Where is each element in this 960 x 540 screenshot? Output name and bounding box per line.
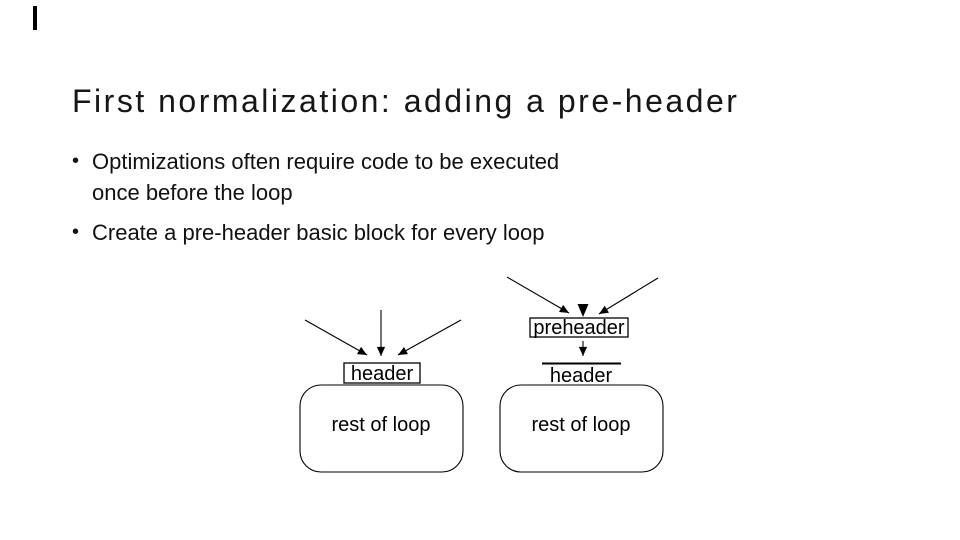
loop-body-box [499,384,664,473]
diagram-after-group: preheader header rest of loop [499,276,664,473]
preheader-box [529,317,629,338]
incoming-edge-right-arrow [598,277,659,315]
incoming-edge-right-arrow [397,319,462,356]
bullet-icon: • [72,221,80,243]
loop-body-label: rest of loop [532,414,631,436]
diagram-before-group: header rest of loop [299,310,464,473]
incoming-edge-left-arrow [506,276,570,314]
loop-body-label: rest of loop [332,414,431,436]
loop-body-box [299,384,464,473]
bullet-list: • Optimizations often require code to be… [72,146,672,248]
header-label: header [550,365,613,387]
cursor-caret-mark [33,6,37,30]
bullet-text: Optimizations often require code to be e… [92,149,560,205]
preheader-label: preheader [533,317,625,339]
bullet-item: • Create a pre-header basic block for ev… [72,217,672,248]
page-title: First normalization: adding a pre-header [72,83,740,120]
bullet-text: Create a pre-header basic block for ever… [92,220,545,245]
header-label: header [351,363,414,385]
incoming-edge-center-arrowhead [577,304,589,317]
bullet-icon: • [72,150,80,172]
bullet-item: • Optimizations often require code to be… [72,146,672,208]
incoming-edge-left-arrow [304,319,368,356]
header-box [343,362,421,384]
